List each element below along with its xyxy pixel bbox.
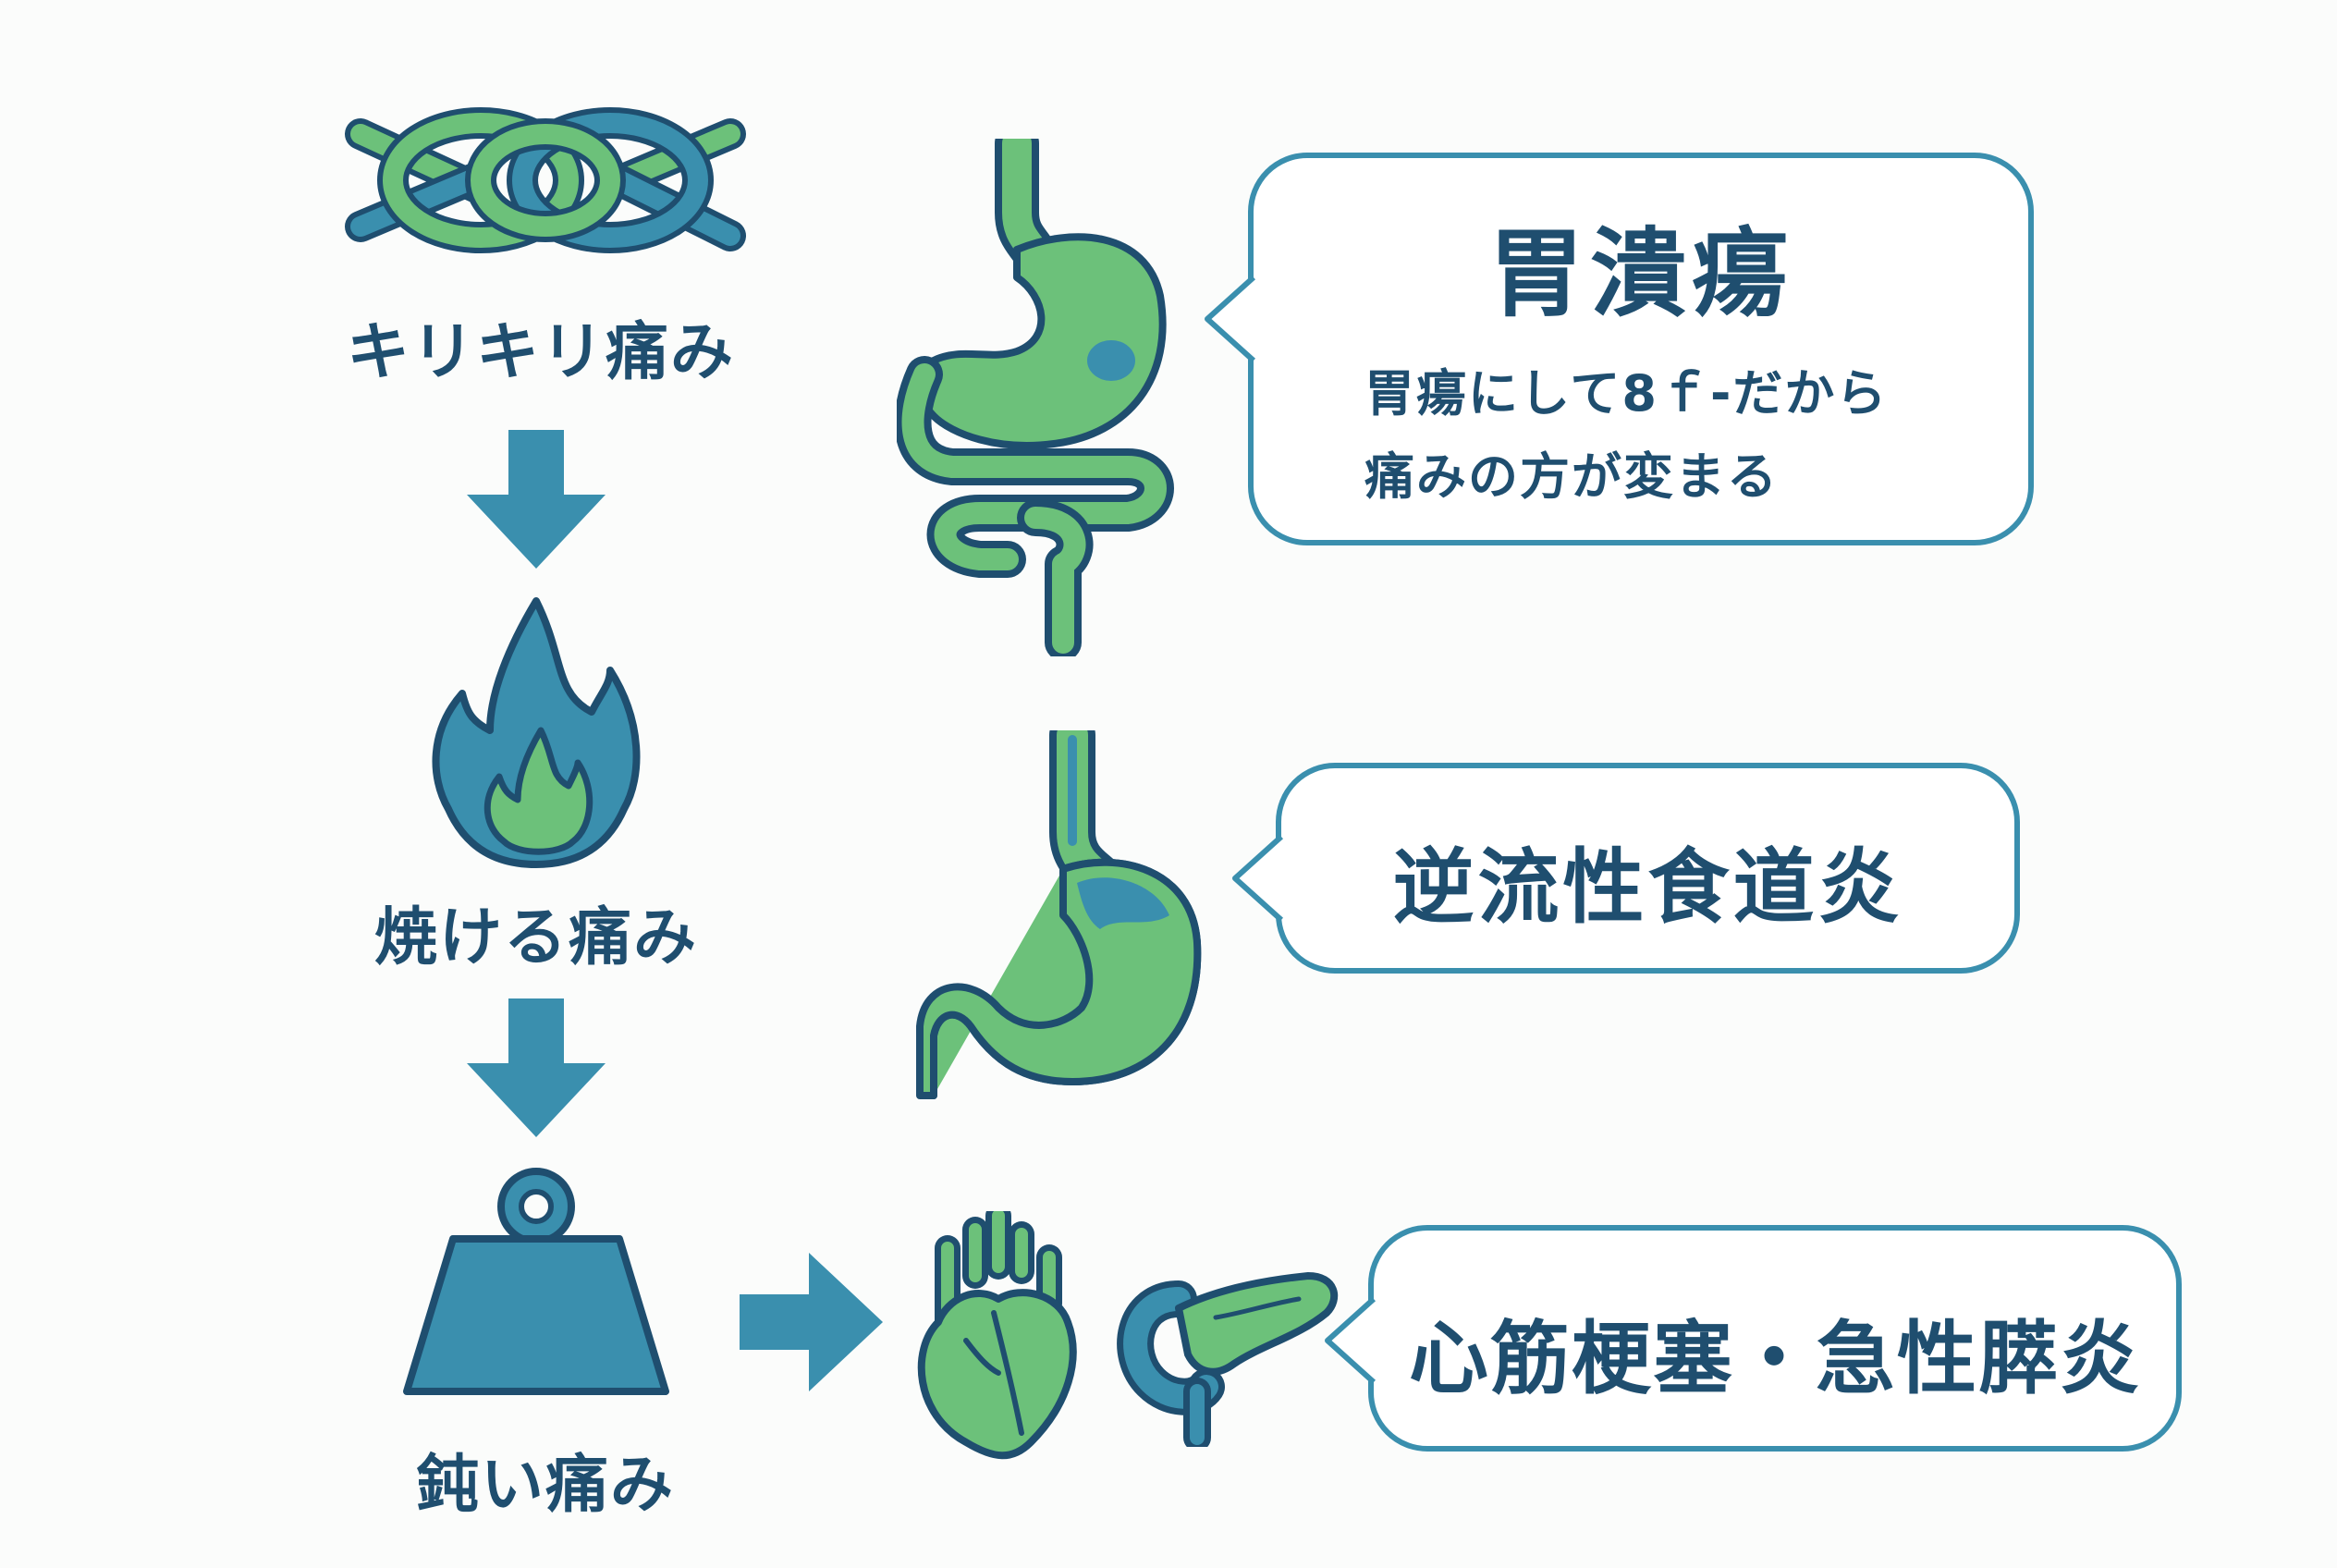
knot-icon (345, 107, 746, 253)
pain-label-dull: 鈍い痛み (415, 1449, 675, 1522)
condition-bubble-gastric-ulcer: 胃潰瘍 胃瘍にして8ｆ-だから 痛みの方が変まる (1248, 153, 2034, 545)
down-arrow-icon (467, 430, 606, 569)
condition-title: 胃潰瘍 (1487, 217, 1793, 330)
condition-bubble-reflux-esophagitis: 逆流性食道炎 (1276, 763, 2020, 974)
pain-label-stabbing: キリキリ痛み (346, 316, 735, 389)
condition-bubble-mi-pancreatitis: 心筋梗塞・急性膵炎 (1368, 1225, 2182, 1452)
pancreas-icon (1117, 1272, 1339, 1447)
heart-icon (917, 1211, 1077, 1460)
condition-description-line: 胃瘍にして8ｆ-だから (1364, 364, 1889, 423)
bubble-tail (1325, 1296, 1377, 1385)
bubble-tail (1205, 275, 1256, 363)
stomach-intestine-icon (897, 139, 1174, 656)
pain-label-burning: 焼ける痛み (373, 901, 698, 974)
down-arrow-icon (467, 998, 606, 1137)
flame-icon (432, 597, 641, 868)
weight-icon (403, 1168, 669, 1395)
condition-title: 逆流性食道炎 (1392, 839, 1903, 935)
right-arrow-icon (740, 1253, 883, 1391)
condition-title: 心筋梗塞・急性膵炎 (1409, 1313, 2141, 1405)
stomach-esophagus-icon (916, 730, 1202, 1099)
bubble-tail (1232, 834, 1284, 923)
condition-description-line: 痛みの方が変まる (1364, 447, 1779, 506)
